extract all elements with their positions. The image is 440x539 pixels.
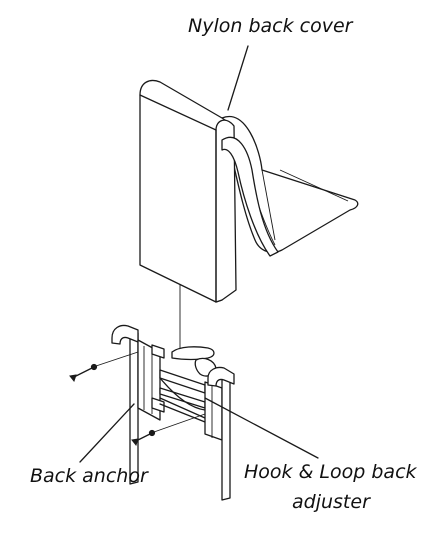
nylon-back-cover-label: Nylon back cover xyxy=(188,15,353,37)
left-screw-top xyxy=(69,363,98,383)
hook-loop-adjuster-label-line1: Hook & Loop back xyxy=(244,461,417,483)
nylon-back-cover-illustration xyxy=(139,79,359,303)
hook-loop-adjuster-label-line2: adjuster xyxy=(292,491,370,513)
left-screw-bottom xyxy=(131,429,156,447)
nylon-cover-leader-line xyxy=(227,45,249,111)
back-anchor-label: Back anchor xyxy=(30,465,148,487)
back-hardware-assembly xyxy=(69,324,235,501)
hook-loop-leader-line xyxy=(204,397,319,459)
back-anchor-leader-line xyxy=(79,403,135,463)
